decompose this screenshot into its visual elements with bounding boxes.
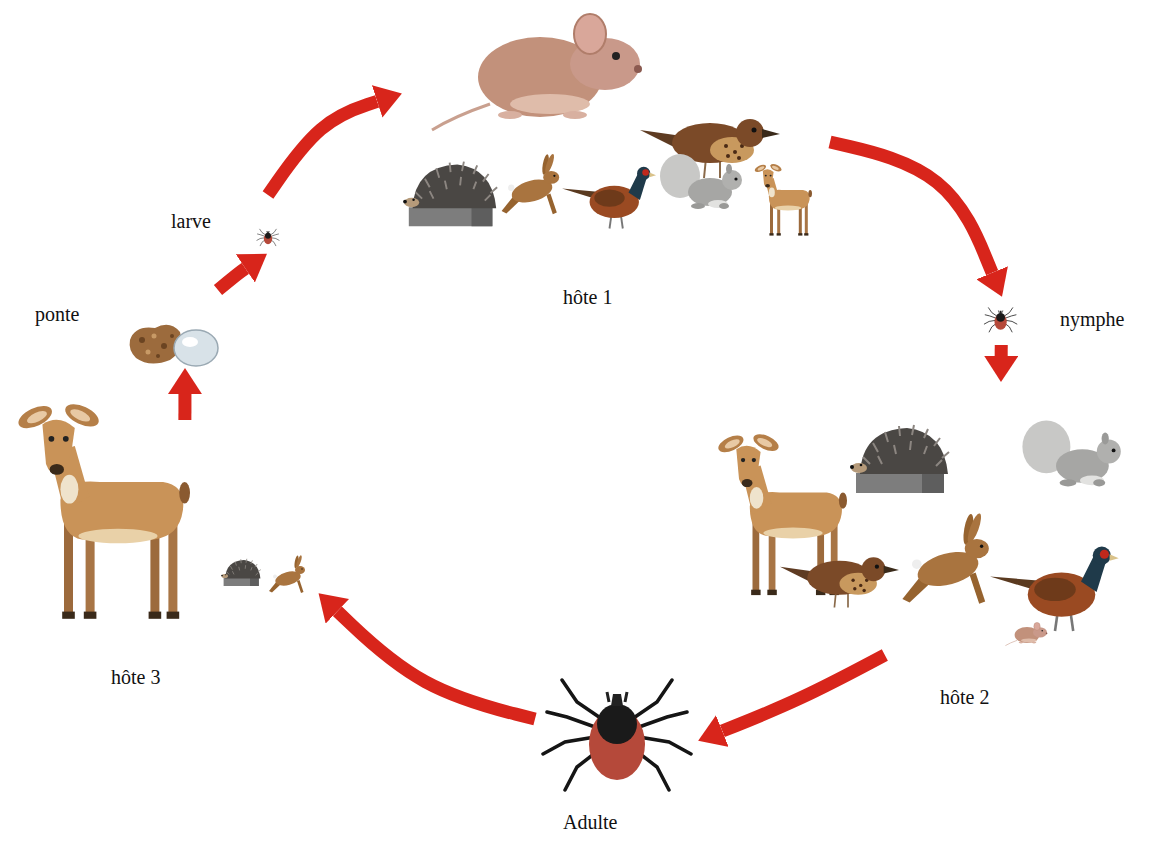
mouse-figure (432, 14, 642, 130)
life-stage-node: Adulte (535, 665, 700, 800)
life-stage-node: hôte 3 (8, 420, 320, 628)
life-stage-node: ponte (20, 290, 240, 370)
pheasant-figure (990, 547, 1119, 632)
cycle-arrow (218, 268, 245, 290)
larva-figure (257, 229, 279, 246)
cycle-arrow (337, 611, 535, 719)
cycle-arrow (268, 101, 377, 195)
hare-figure (902, 512, 988, 604)
stage-label: hôte 2 (937, 685, 992, 710)
deer-figure (15, 400, 190, 619)
life-stage-node: hôte 2 (715, 380, 1155, 655)
squirrel-figure (660, 154, 742, 209)
pheasant-figure (562, 167, 656, 229)
cycle-arrow (722, 655, 885, 731)
nymph-figure (984, 308, 1017, 332)
life-stage-node: nymphe (975, 295, 1150, 345)
stage-label: nymphe (1057, 307, 1127, 332)
egg-mass-figure (130, 325, 218, 366)
stage-label: hôte 3 (108, 665, 163, 690)
hedgehog-figure (403, 162, 497, 227)
deer-figure (754, 163, 812, 236)
cycle-arrow (995, 345, 1008, 356)
hare-figure (502, 153, 560, 214)
stage-label: Adulte (560, 810, 620, 835)
stage-label: hôte 1 (560, 285, 615, 310)
stage-label: larve (168, 209, 214, 234)
thrush-figure (780, 557, 899, 607)
life-stage-node: larve (160, 195, 295, 255)
stage-label: ponte (32, 302, 82, 327)
cycle-arrow (830, 142, 992, 273)
hedgehog-figure (850, 425, 949, 493)
hedgehog-figure (221, 559, 261, 586)
life-stage-node: hôte 1 (400, 10, 830, 250)
adult-tick-figure (543, 680, 691, 790)
hare-figure (269, 555, 305, 593)
mouse-figure (1005, 622, 1047, 645)
cycle-arrow (178, 394, 191, 420)
squirrel-figure (1022, 420, 1120, 486)
